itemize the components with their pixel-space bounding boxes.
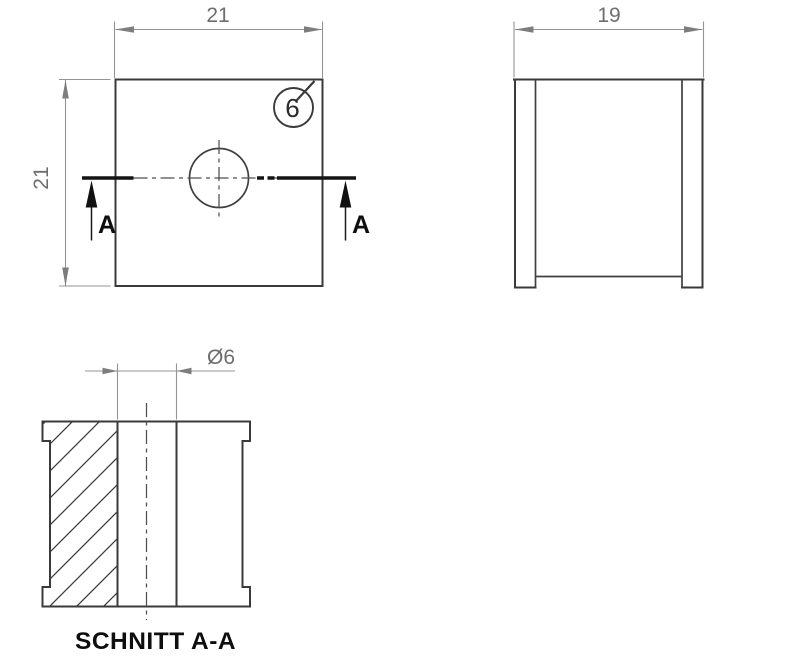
hatch-line	[42, 421, 118, 502]
section-outline	[41, 420, 251, 608]
front-view-outline	[114, 78, 324, 287]
hatch-line	[42, 421, 118, 607]
front-height-dimension: 21	[30, 78, 111, 287]
hatch-line	[42, 421, 118, 529]
hatch-line	[42, 421, 118, 448]
front-width-label: 21	[206, 4, 229, 27]
dim-arrow-top	[62, 80, 69, 99]
side-width-dimension: 19	[513, 4, 705, 78]
front-height-label: 21	[30, 166, 53, 189]
dim-arrow-bottom	[62, 267, 69, 286]
section-arrow-left-head	[85, 180, 98, 208]
balloon-circle	[273, 87, 314, 128]
section-arrow-left-icon	[85, 180, 98, 241]
diameter-dimension: Ø6	[85, 346, 235, 420]
hatch-line	[42, 421, 118, 607]
dim-arrow-right	[684, 26, 703, 33]
balloon-number: 6	[285, 93, 299, 123]
hatch-pattern	[42, 421, 118, 607]
balloon-callout: 6	[273, 80, 316, 128]
side-width-label: 19	[597, 4, 620, 27]
dim-arrow-left	[102, 367, 118, 375]
hatch-line	[42, 421, 118, 556]
dim-arrow-left	[515, 26, 534, 33]
front-width-dimension: 21	[113, 4, 324, 78]
section-arrow-right-head	[339, 180, 352, 208]
balloon-leader-line	[295, 80, 316, 102]
dim-arrow-left	[115, 26, 134, 33]
section-arrow-label-right: A	[352, 211, 370, 239]
hatch-line	[42, 421, 118, 475]
section-arrow-label-left: A	[98, 211, 116, 239]
section-arrow-right-icon	[339, 180, 352, 241]
section-caption: SCHNITT A-A	[75, 628, 236, 655]
hatch-line	[42, 421, 118, 583]
section-view: Ø6 SCHNITT A-A	[41, 346, 251, 655]
front-view: A A 6 21 21	[30, 4, 370, 287]
side-view: 19	[513, 4, 705, 289]
diameter-dim-label: Ø6	[207, 346, 235, 369]
dim-arrow-right	[176, 367, 192, 375]
dim-arrow-right	[304, 26, 323, 33]
